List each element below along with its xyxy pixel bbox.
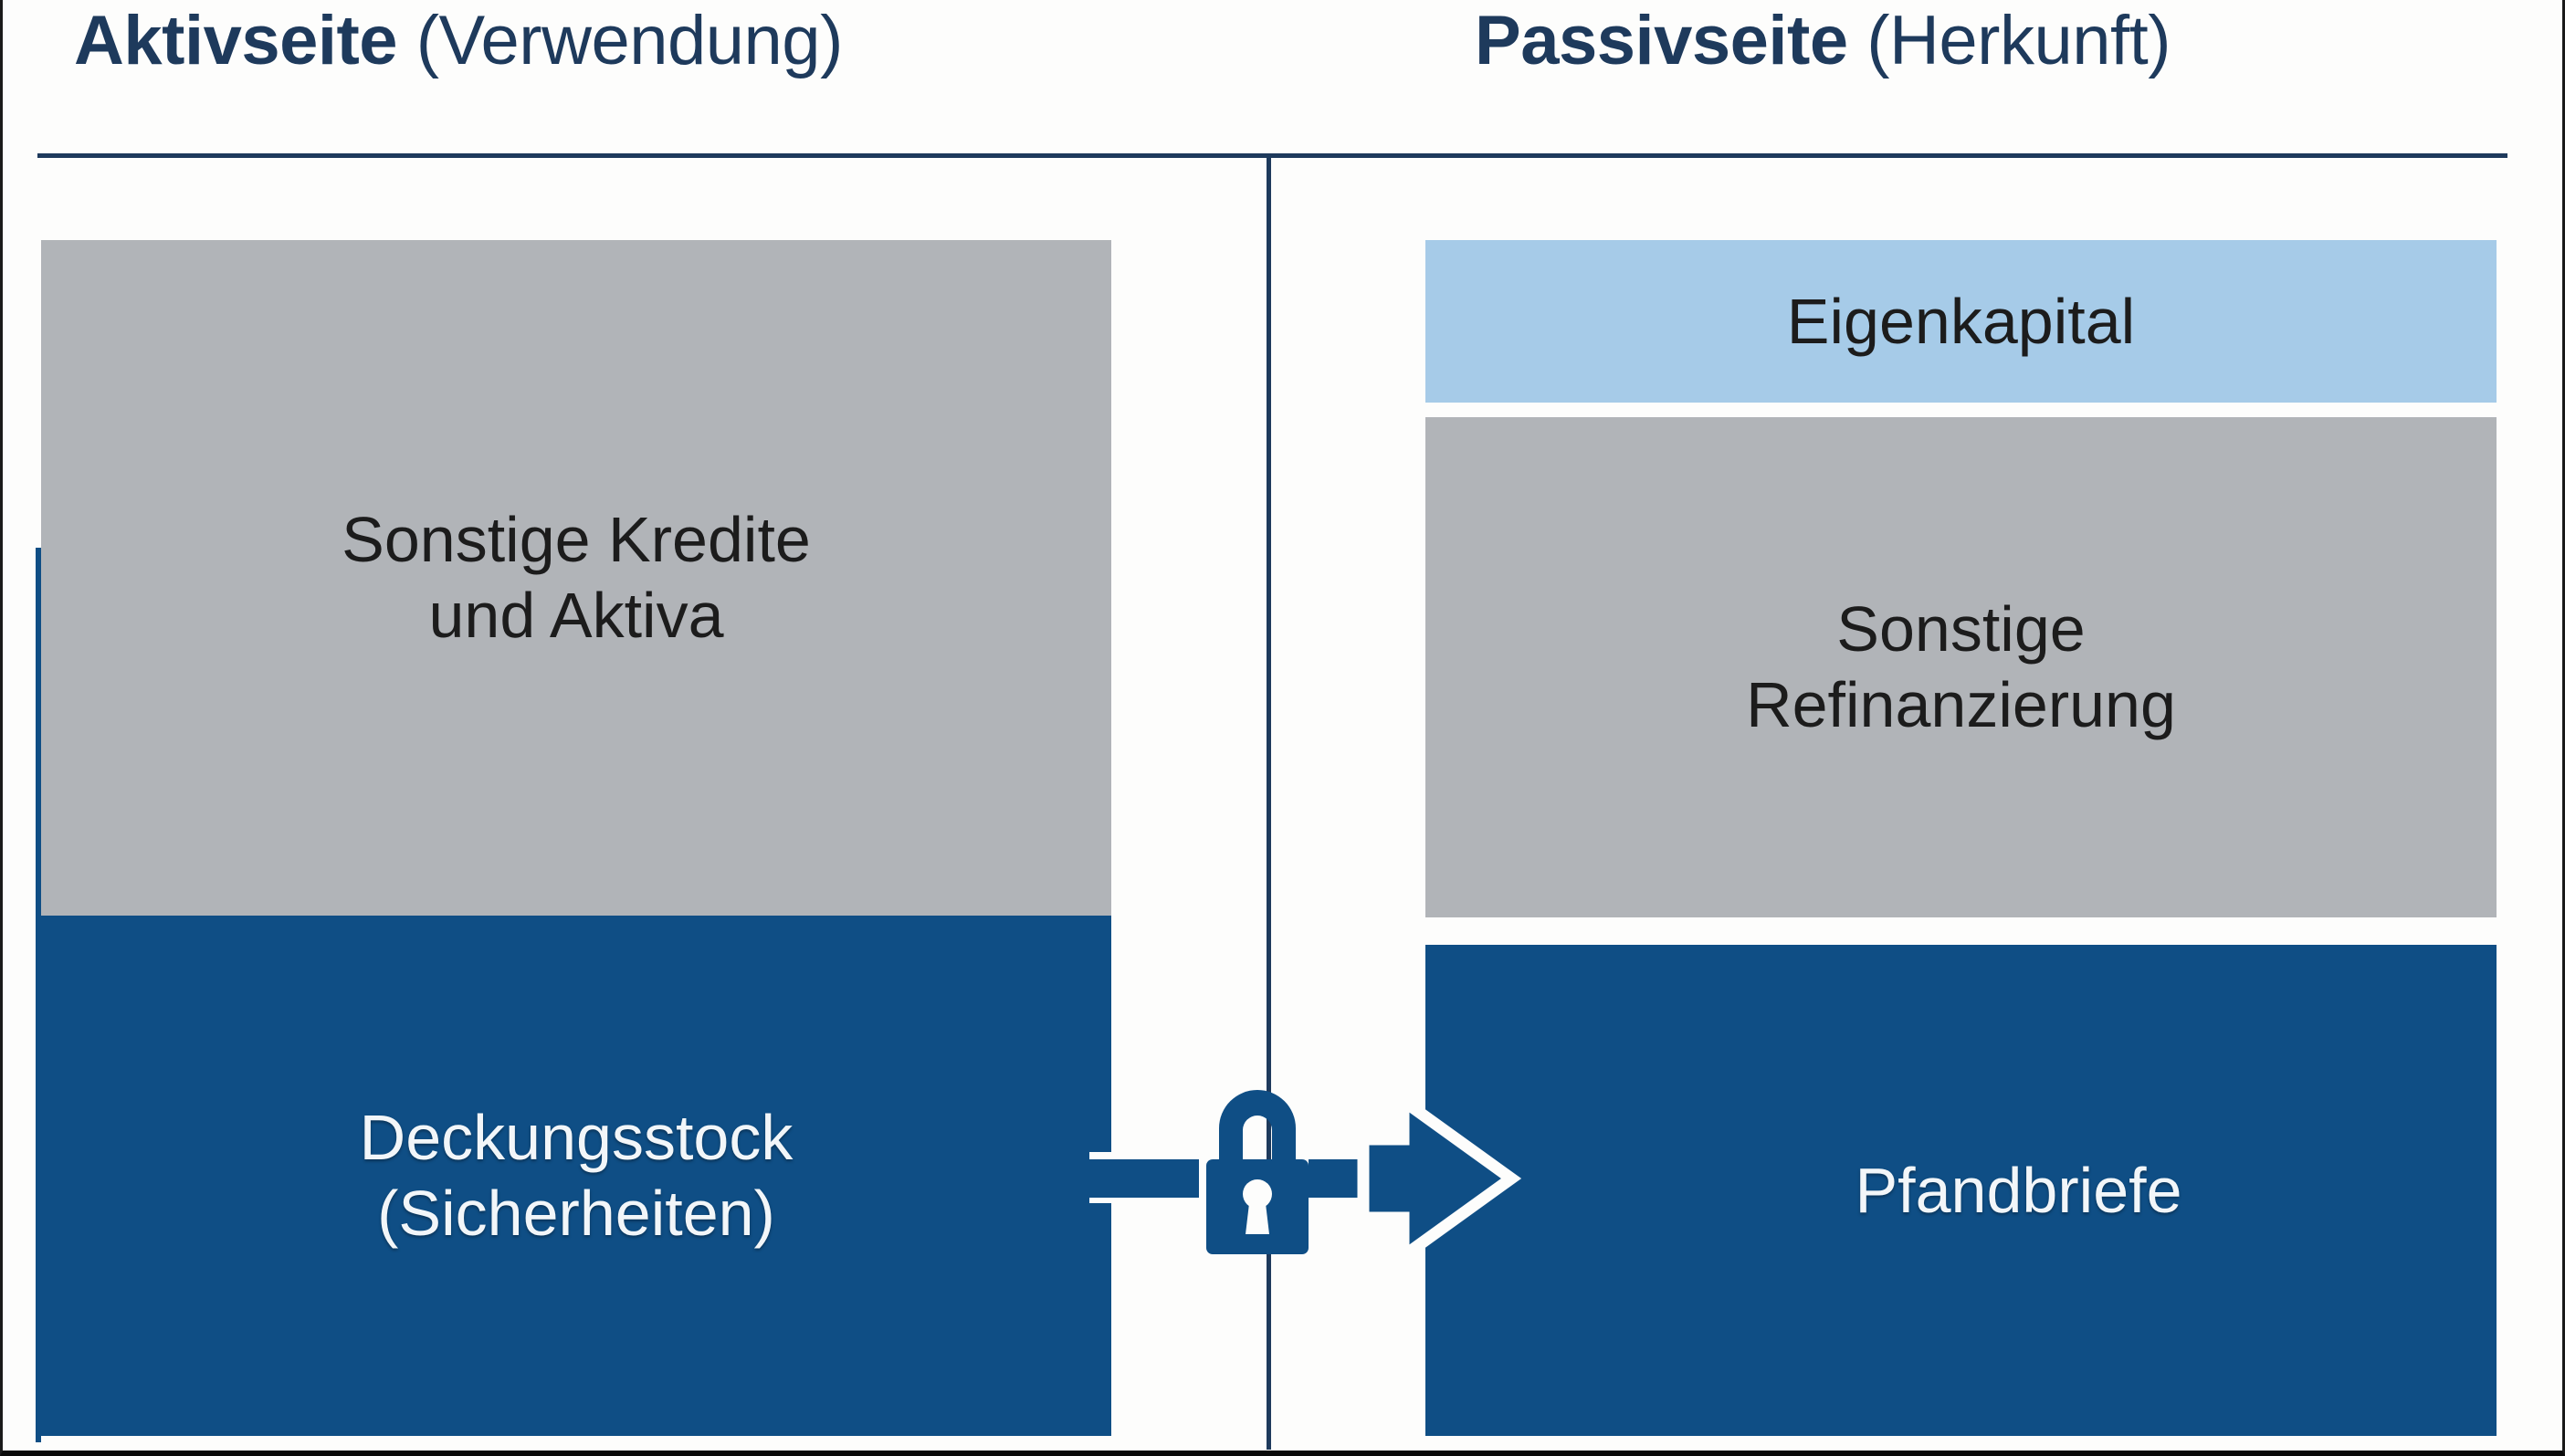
block-deckungsstock: Deckungsstock (Sicherheiten) [41, 916, 1111, 1436]
block-label-sonstige-refinanzierung: Sonstige Refinanzierung [1746, 593, 2176, 740]
block-sonstige-kredite-und-aktiva: Sonstige Kredite und Aktiva [41, 240, 1111, 916]
passivseite-title-light: (Herkunft) [1847, 2, 2171, 79]
passivseite-title-strong: Passivseite [1475, 2, 1848, 79]
lock-icon [1206, 1090, 1309, 1254]
page-title-aktivseite: Aktivseite (Verwendung) [74, 2, 843, 79]
page-title-passivseite: Passivseite (Herkunft) [1475, 2, 2171, 79]
aktivseite-title-strong: Aktivseite [74, 2, 398, 79]
block-eigenkapital: Eigenkapital [1425, 240, 2497, 403]
divider-horizontal-right [1268, 153, 2507, 158]
block-label-eigenkapital: Eigenkapital [1786, 285, 2136, 357]
block-label-sonstige-kredite-und-aktiva: Sonstige Kredite und Aktiva [342, 504, 811, 651]
left-edge-accent-bar [36, 548, 41, 1442]
aktivseite-title-light: (Verwendung) [397, 2, 844, 79]
block-label-pfandbriefe: Pfandbriefe [1855, 1154, 2182, 1226]
divider-vertical-center [1267, 153, 1271, 1450]
connector-shaft-right [1309, 1159, 1427, 1198]
divider-horizontal-left [37, 153, 1268, 158]
block-pfandbriefe: Pfandbriefe [1425, 945, 2497, 1436]
block-label-deckungsstock: Deckungsstock (Sicherheiten) [359, 1102, 794, 1249]
block-sonstige-refinanzierung: Sonstige Refinanzierung [1425, 417, 2497, 917]
